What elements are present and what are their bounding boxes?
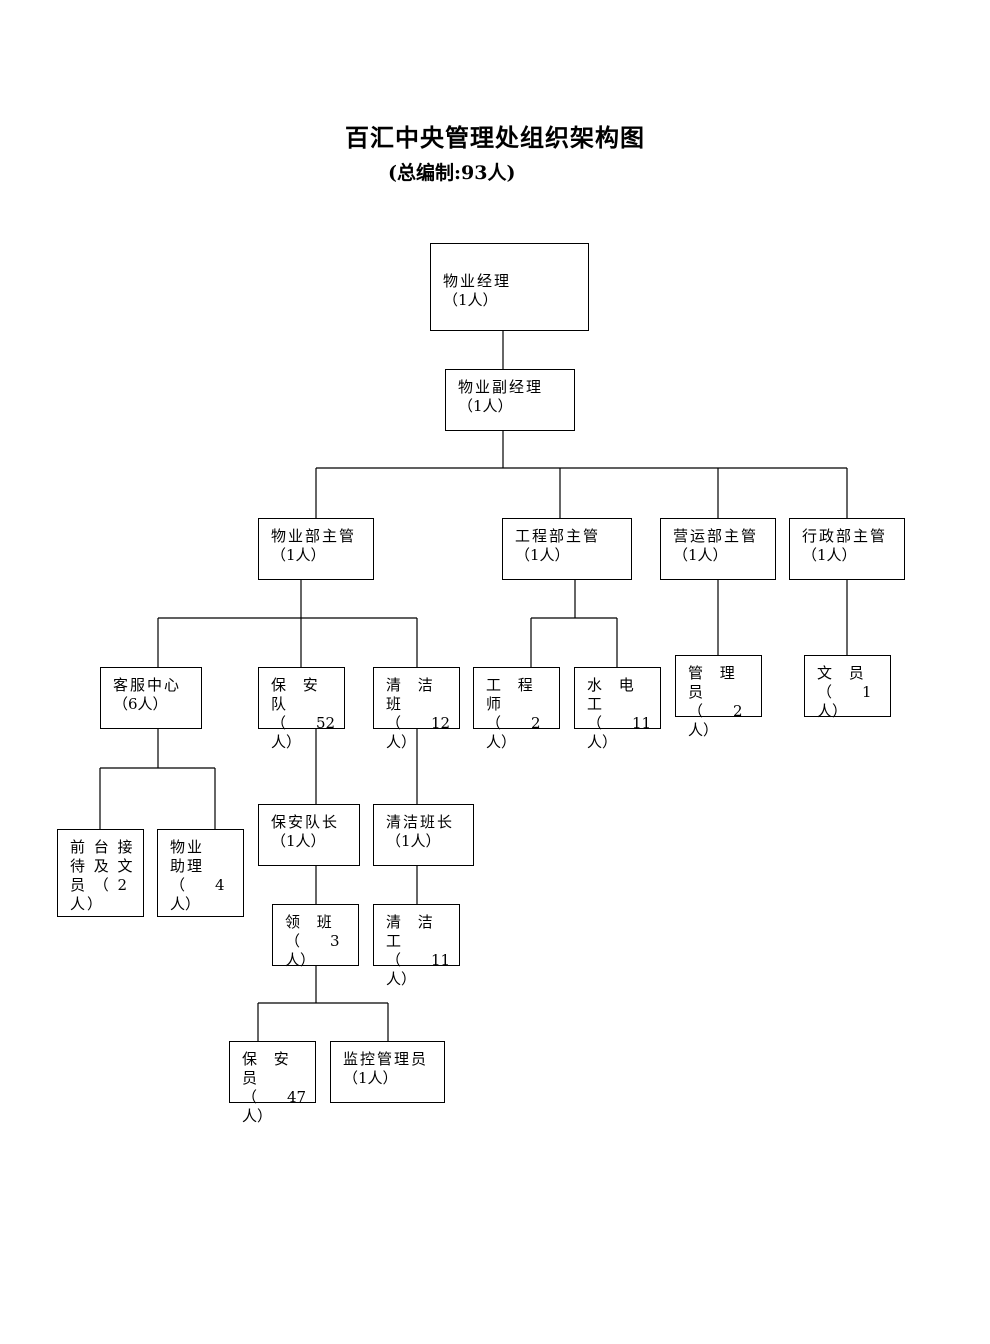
node-name: 物业 助理	[170, 838, 205, 875]
node-name: 清 洁 工	[386, 913, 450, 950]
node-property-supervisor: 物业部主管 （1人）	[258, 518, 374, 580]
node-security-captain: 保安队长 （1人）	[258, 804, 360, 866]
node-name: 水 电 工	[587, 676, 651, 713]
page-title: 百汇中央管理处组织架构图	[345, 123, 645, 152]
node-name: 保安队长	[271, 813, 340, 831]
node-name: 监控管理员	[343, 1050, 429, 1068]
node-cleaner: 清 洁 工 （ 11 人）	[373, 904, 460, 988]
node-engineering-supervisor: 工程部主管 （1人）	[502, 518, 632, 580]
node-monitor: 监控管理员 （1人）	[330, 1041, 445, 1103]
node-electrician: 水 电 工 （ 11 人）	[574, 667, 661, 751]
node-count: （1人）	[271, 546, 326, 564]
node-reception: 前 台 接 待 及 文 员 （ 2 人）	[57, 829, 144, 917]
node-count: （1人）	[386, 832, 441, 850]
node-count: （ 11 人）	[386, 951, 451, 988]
node-count: （ 47 人）	[242, 1088, 307, 1125]
node-name: 清洁班长	[386, 813, 455, 831]
node-count: （1人）	[443, 291, 498, 309]
node-property-manager: 物业经理 （1人）	[430, 243, 589, 331]
node-count: （6人）	[113, 695, 168, 713]
node-name: 物业经理	[443, 272, 512, 290]
node-customer-service: 客服中心 （6人）	[100, 667, 202, 729]
node-name: 前 台 接 待 及 文 员 （ 2 人）	[70, 838, 135, 913]
connector-lines	[99, 331, 848, 1041]
node-name: 保 安 员	[242, 1050, 306, 1087]
node-guard: 保 安 员 （ 47 人）	[229, 1041, 316, 1125]
node-property-assistant: 物业 助理 （ 4 人）	[157, 829, 244, 917]
node-count: （1人）	[515, 546, 570, 564]
node-name: 工 程 师	[486, 676, 550, 713]
node-security-team: 保 安 队 （ 52 人）	[258, 667, 345, 751]
node-count: （ 2 人）	[688, 702, 743, 739]
node-operations-supervisor: 营运部主管 （1人）	[660, 518, 776, 580]
node-count: （ 2 人）	[486, 714, 541, 751]
page-subtitle: (总编制:93人)	[388, 162, 516, 184]
node-name: 工程部主管	[515, 527, 601, 545]
node-count: （ 11 人）	[587, 714, 652, 751]
node-count: （ 3 人）	[285, 932, 340, 969]
node-name: 清 洁 班	[386, 676, 450, 713]
node-count: （ 1 人）	[817, 683, 872, 720]
node-count: （ 12 人）	[386, 714, 451, 751]
node-cleaning-leader: 清洁班长 （1人）	[373, 804, 474, 866]
node-name: 营运部主管	[673, 527, 759, 545]
node-count: （ 52 人）	[271, 714, 336, 751]
node-count: （1人）	[802, 546, 857, 564]
node-admin-supervisor: 行政部主管 （1人）	[789, 518, 905, 580]
node-clerk: 文 员 （ 1 人）	[804, 655, 891, 720]
node-count: （1人）	[343, 1069, 398, 1087]
node-name: 客服中心	[113, 676, 182, 694]
node-administrator: 管 理 员 （ 2 人）	[675, 655, 762, 739]
node-shift-leader: 领 班 （ 3 人）	[272, 904, 359, 969]
node-name: 物业部主管	[271, 527, 357, 545]
node-count: （1人）	[271, 832, 326, 850]
node-name: 文 员	[817, 664, 870, 682]
node-deputy-manager: 物业副经理 （1人）	[445, 369, 575, 431]
node-count: （1人）	[458, 397, 513, 415]
node-name: 保 安 队	[271, 676, 335, 713]
node-engineer: 工 程 师 （ 2 人）	[473, 667, 560, 751]
node-name: 物业副经理	[458, 378, 544, 396]
node-name: 管 理 员	[688, 664, 752, 701]
node-count: （1人）	[673, 546, 728, 564]
node-name: 领 班	[285, 913, 338, 931]
node-name: 行政部主管	[802, 527, 888, 545]
node-count: （ 4 人）	[170, 876, 225, 913]
node-cleaning-team: 清 洁 班 （ 12 人）	[373, 667, 460, 751]
